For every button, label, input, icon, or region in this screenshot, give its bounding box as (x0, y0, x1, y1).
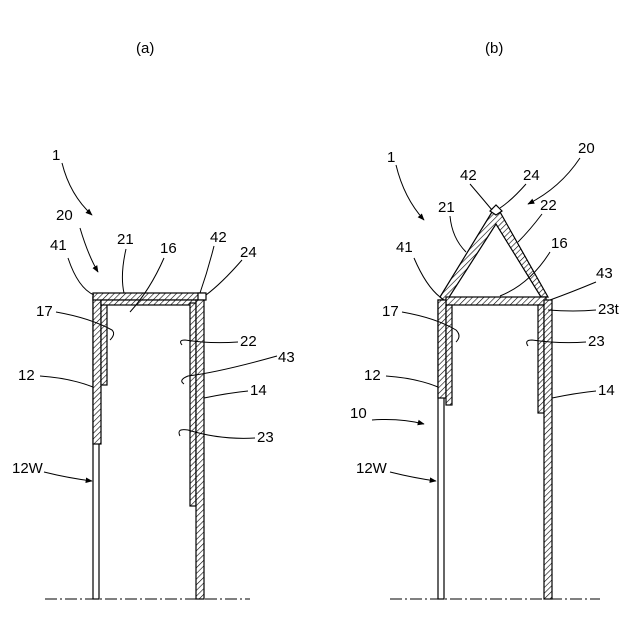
leader-b-22 (518, 214, 542, 242)
label-a-42: 42 (210, 229, 227, 246)
inner-wall-22 (190, 303, 196, 506)
label-b-10: 10 (350, 405, 367, 422)
label-b-23t: 23t (598, 301, 620, 318)
label-b-22: 22 (540, 197, 557, 214)
wall-b-12 (438, 300, 446, 398)
leader-b-12 (386, 376, 438, 387)
floor-16 (446, 297, 546, 305)
leader-a-42 (200, 246, 214, 293)
cover-layer-16 (101, 300, 197, 305)
leader-b-14 (552, 391, 596, 398)
label-a-1: 1 (52, 147, 60, 164)
top-cover-21 (93, 293, 205, 300)
leader-b-23t (548, 310, 596, 311)
wall-b-14 (544, 300, 552, 599)
leader-b-42 (470, 184, 492, 210)
leader-a-21 (122, 249, 126, 293)
label-a-12: 12 (18, 367, 35, 384)
roof-21-22 (440, 212, 548, 302)
label-b-42: 42 (460, 167, 477, 184)
leader-a-12 (40, 376, 93, 387)
leader-a-12w (44, 472, 92, 481)
label-a-22: 22 (240, 333, 257, 350)
label-b-1: 1 (387, 149, 395, 166)
leader-b-10 (372, 420, 424, 425)
leader-a-14 (204, 391, 248, 398)
leader-a-24 (206, 260, 242, 295)
label-b-14: 14 (598, 382, 615, 399)
cap-end-24 (198, 293, 206, 300)
panel-b: (b) 1 42 24 20 21 22 41 16 43 (350, 40, 620, 599)
label-b-24: 24 (523, 167, 540, 184)
wall-14 (196, 300, 204, 599)
label-b-41: 41 (396, 239, 413, 256)
inner-wall-b-23 (538, 305, 544, 413)
leader-b-21 (450, 216, 466, 252)
label-a-14: 14 (250, 382, 267, 399)
panel-b-caption: (b) (485, 40, 503, 57)
label-a-41: 41 (50, 237, 67, 254)
leader-a-20 (80, 228, 98, 272)
leader-b-43 (550, 282, 596, 300)
label-b-21: 21 (438, 199, 455, 216)
label-a-24: 24 (240, 244, 257, 261)
leader-b-24 (500, 184, 526, 208)
label-a-12w: 12W (12, 460, 44, 477)
inner-wall-17 (101, 303, 107, 385)
label-a-43: 43 (278, 349, 295, 366)
label-b-20: 20 (578, 140, 595, 157)
leader-b-12w (390, 472, 436, 481)
label-a-17: 17 (36, 303, 53, 320)
leader-b-1 (396, 165, 424, 220)
label-b-43: 43 (596, 265, 613, 282)
label-a-23: 23 (257, 429, 274, 446)
label-a-16: 16 (160, 240, 177, 257)
leader-a-22 (181, 340, 238, 345)
label-b-16: 16 (551, 235, 568, 252)
panel-a: (a) 1 20 41 21 16 42 24 17 (12, 40, 295, 599)
wall-12 (93, 297, 101, 444)
leader-b-23 (527, 340, 586, 346)
label-b-17: 17 (382, 303, 399, 320)
label-b-12: 12 (364, 367, 381, 384)
leader-b-41 (414, 258, 440, 297)
panel-a-caption: (a) (136, 40, 154, 57)
label-b-12w: 12W (356, 460, 388, 477)
label-a-21: 21 (117, 231, 134, 248)
leader-a-41 (68, 258, 94, 295)
label-b-23: 23 (588, 333, 605, 350)
inner-wall-b-17 (446, 305, 452, 405)
label-a-20: 20 (56, 207, 73, 224)
